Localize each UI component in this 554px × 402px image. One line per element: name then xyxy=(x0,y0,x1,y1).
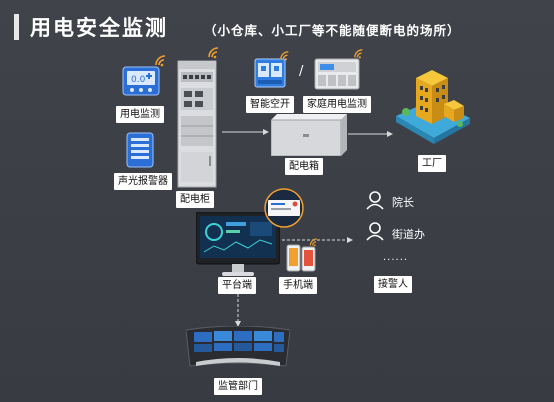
label-platform: 平台端 xyxy=(218,277,256,294)
label-responder: 接警人 xyxy=(374,276,412,293)
label-sound-light-alarm: 声光报警器 xyxy=(114,173,172,190)
alarm-popup-icon xyxy=(258,188,310,228)
page-title: 用电安全监测 xyxy=(30,16,168,40)
wifi-icon xyxy=(353,49,365,59)
page-subtitle: （小仓库、小工厂等不能随便断电的场所） xyxy=(204,23,461,38)
control-room-icon xyxy=(186,326,290,372)
mobile-phone-icon xyxy=(286,244,316,272)
user-street-office: 街道办 xyxy=(392,228,425,241)
person-icon xyxy=(365,190,385,210)
distribution-box-icon xyxy=(271,114,347,156)
wifi-icon xyxy=(154,55,168,67)
user-director: 院长 xyxy=(392,196,414,209)
wifi-icon xyxy=(279,51,291,61)
label-distribution-cabinet: 配电柜 xyxy=(176,191,214,208)
wifi-icon xyxy=(207,47,221,59)
alarm-device-icon xyxy=(126,132,154,168)
power-monitor-icon: 0.0 xyxy=(122,66,160,96)
title-accent-bar xyxy=(14,14,19,40)
label-supervisor: 监管部门 xyxy=(214,378,262,395)
platform-monitor-icon xyxy=(196,212,280,278)
label-power-monitor: 用电监测 xyxy=(116,106,164,123)
label-factory: 工厂 xyxy=(418,155,446,172)
factory-building-icon xyxy=(392,60,472,146)
person-icon xyxy=(365,221,385,241)
household-monitor-icon xyxy=(314,58,360,90)
label-household-monitor: 家庭用电监测 xyxy=(303,96,371,113)
label-distribution-box: 配电箱 xyxy=(285,158,323,175)
smart-switch-icon xyxy=(254,58,286,88)
distribution-cabinet-icon xyxy=(177,60,217,188)
label-smart-switch: 智能空开 xyxy=(246,96,294,113)
svg-text:0.0: 0.0 xyxy=(131,75,146,85)
wifi-icon xyxy=(309,238,319,247)
label-mobile: 手机端 xyxy=(279,277,317,294)
user-ellipsis: ...... xyxy=(383,252,409,263)
device-separator: / xyxy=(299,64,304,79)
